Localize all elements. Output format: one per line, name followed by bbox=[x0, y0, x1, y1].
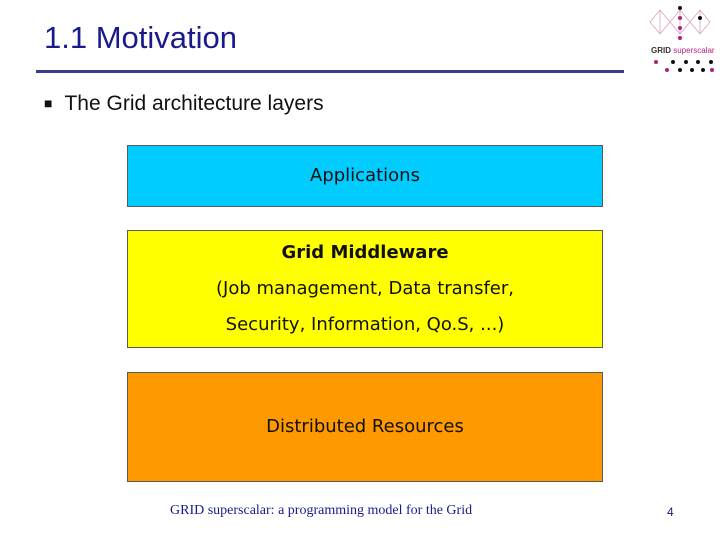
grid-superscalar-logo-icon bbox=[649, 6, 714, 72]
logo-word-grid: GRID bbox=[651, 46, 671, 55]
page-number: 4 bbox=[667, 505, 674, 519]
layer-applications-label: Applications bbox=[310, 165, 420, 186]
layer-distributed-resources: Distributed Resources bbox=[127, 372, 603, 482]
layer-resources-label: Distributed Resources bbox=[266, 416, 464, 437]
title-underline bbox=[36, 70, 624, 73]
bullet-text: The Grid architecture layers bbox=[64, 92, 324, 115]
slide-footer: GRID superscalar: a programming model fo… bbox=[170, 503, 473, 518]
layer-middleware-heading: Grid Middleware bbox=[281, 242, 449, 263]
layer-middleware-line1: (Job management, Data transfer, bbox=[215, 278, 515, 299]
logo-wordmark: GRID superscalar bbox=[651, 46, 715, 55]
layer-middleware-line2: Security, Information, Qo.S, ...) bbox=[225, 314, 505, 335]
logo-word-superscalar: superscalar bbox=[673, 46, 715, 55]
slide-title: 1.1 Motivation bbox=[44, 20, 237, 55]
layer-grid-middleware: Grid Middleware (Job management, Data tr… bbox=[127, 230, 603, 348]
layer-applications: Applications bbox=[127, 145, 603, 207]
bullet-square-icon: ■ bbox=[44, 95, 53, 111]
bullet-item: ■ The Grid architecture layers bbox=[44, 92, 324, 116]
